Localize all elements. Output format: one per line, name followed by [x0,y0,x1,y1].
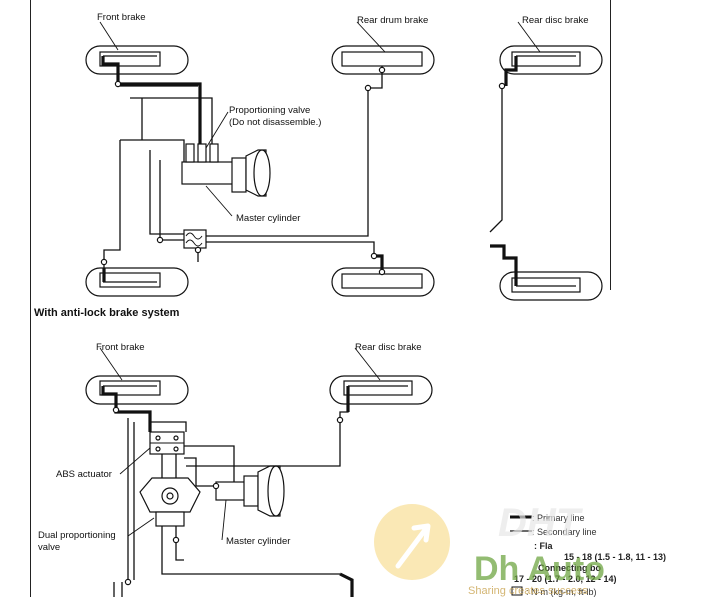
legend-connecting-bolt: Connecting bo [538,563,601,573]
watermark-brand: Dh Auto [474,550,605,588]
label-front-brake-abs: Front brake [96,342,145,353]
leader-front-brake-top [99,21,119,51]
leader-dual-proportioning-valve [127,517,155,537]
legend-connecting-torque: 17 - 20 (1.7 - 2.0, 12 - 14) [514,574,617,584]
label-dual-proportioning-valve: Dual proportioning [38,530,116,541]
rear-disc-brake-top [499,45,603,75]
front-brake-bottom-left [85,267,189,297]
label-proportioning-valve: Proportioning valve [229,105,310,116]
master-cylinder-abs [215,465,285,517]
fitting-markers-abs [112,406,344,586]
rear-disc-brake-bottom [499,271,603,301]
label-rear-drum-brake: Rear drum brake [357,15,428,26]
brake-pipes-top [101,56,518,286]
label-rear-disc-brake-abs: Rear disc brake [355,342,422,353]
abs-actuator [149,431,185,455]
label-front-brake-top: Front brake [97,12,146,23]
leader-proportioning-valve [205,111,229,149]
label-abs-actuator: ABS actuator [56,469,112,480]
legend-units: : N·m (kg-m, ft-lb) [526,587,597,597]
label-master-cylinder-abs: Master cylinder [226,536,290,547]
brake-pipes-abs [101,386,354,597]
label-dual-proportioning-valve-2: valve [38,542,60,553]
legend-flare-nut: : Fla [534,541,553,551]
dual-proportioning-valve [139,477,201,527]
front-brake-top-left [85,45,189,75]
leader-rear-disc-brake-abs [354,347,381,381]
watermark-logo: DHT [498,501,584,545]
watermark-tagline: Sharing creates success [468,585,588,597]
watermark-circle [374,504,450,580]
leader-master-cylinder-abs [221,499,227,541]
legend-flare-torque: 15 - 18 (1.5 - 1.8, 11 - 13) [564,552,666,562]
leader-rear-drum-brake [356,21,386,53]
rear-drum-brake-top [331,45,435,75]
watermark-arrow-icon [395,523,431,569]
top-brake-diagram: Front brake Rear drum brake Rear disc br… [85,12,603,301]
abs-brake-diagram: Front brake Rear disc brake ABS actuator… [38,342,433,597]
section-heading-abs: With anti-lock brake system [34,307,180,319]
leader-rear-disc-brake-top [517,21,541,53]
leader-front-brake-abs [99,347,123,381]
rear-disc-brake-abs [329,375,433,405]
legend-secondary-line: : Secondary line [532,527,597,537]
torque-wrench-icon [511,586,523,596]
legend-primary-line: : Primary line [532,513,585,523]
label-master-cylinder-top: Master cylinder [236,213,300,224]
leader-master-cylinder-top [205,185,233,217]
label-proportioning-valve-note: (Do not disassemble.) [229,117,321,128]
legend: : Primary line : Secondary line : Fla 15… [510,513,666,597]
label-rear-disc-brake-top: Rear disc brake [522,15,589,26]
watermark: DHT Dh Auto Sharing creates success [374,501,605,597]
fitting-markers-top [100,66,506,276]
leader-abs-actuator [119,447,151,475]
master-cylinder-top [181,143,271,197]
front-brake-abs [85,375,189,405]
proportioning-valve-top [183,229,207,249]
